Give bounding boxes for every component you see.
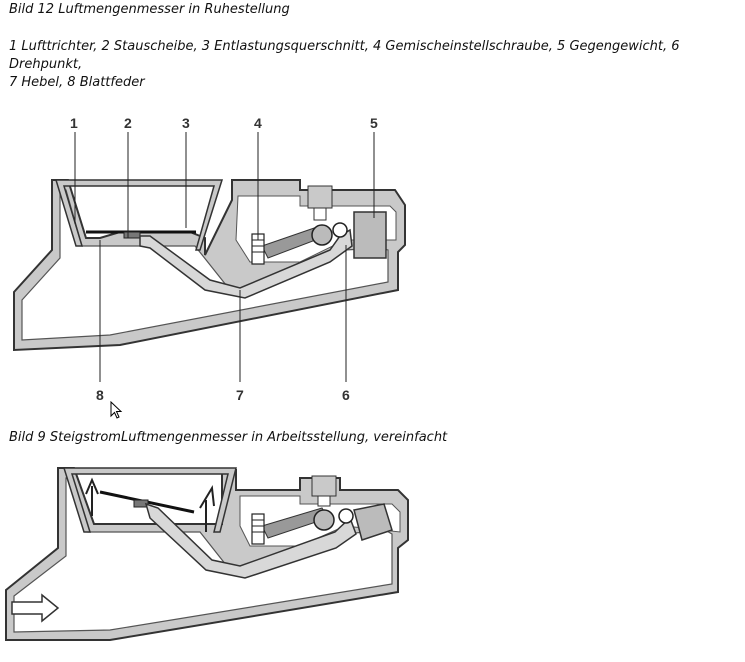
mixture-screw-2 bbox=[251, 513, 265, 545]
pivot-point-2 bbox=[313, 509, 335, 531]
callout-2: 2 bbox=[124, 115, 132, 131]
air-funnel-2 bbox=[62, 467, 237, 533]
pivot-center-2 bbox=[338, 508, 354, 524]
counterweight-2 bbox=[353, 503, 393, 541]
callout-3: 3 bbox=[182, 115, 190, 131]
leader-lines bbox=[74, 132, 375, 382]
inlet-arrow-icon bbox=[11, 593, 60, 623]
top-nozzle-tip-2 bbox=[317, 495, 331, 507]
baffle-hub-2 bbox=[133, 499, 149, 508]
flow-arrow-left-icon bbox=[85, 477, 99, 516]
callout-7: 7 bbox=[236, 387, 244, 403]
mouse-pointer-icon bbox=[110, 401, 123, 419]
figure-12-diagram: 1 2 3 4 5 6 7 8 bbox=[13, 115, 406, 403]
figure-12-legend-line-2: Drehpunkt, bbox=[9, 57, 83, 72]
pivot-point bbox=[311, 224, 333, 246]
air-funnel bbox=[54, 179, 224, 251]
top-nozzle-tip bbox=[313, 207, 327, 221]
flow-arrow-right-icon bbox=[199, 484, 215, 532]
figure-12-title: Bild 12 Luftmengenmesser in Ruhestellung bbox=[9, 2, 290, 17]
callout-4: 4 bbox=[254, 115, 262, 131]
pivot-center bbox=[332, 222, 348, 238]
lever-arm-2 bbox=[144, 502, 357, 579]
callout-8: 8 bbox=[96, 387, 104, 403]
callout-6: 6 bbox=[342, 387, 350, 403]
figure-12-legend-line-1: 1 Lufttrichter, 2 Stauscheibe, 3 Entlast… bbox=[9, 39, 680, 54]
figure-9-title: Bild 9 SteigstromLuftmengenmesser in Arb… bbox=[9, 430, 448, 445]
lever-arm bbox=[139, 228, 353, 299]
callout-5: 5 bbox=[370, 115, 378, 131]
baffle-hub bbox=[123, 231, 141, 239]
top-nozzle-2 bbox=[311, 475, 337, 497]
counterweight bbox=[353, 211, 387, 259]
figure-12-legend-line-3: 7 Hebel, 8 Blattfeder bbox=[9, 75, 145, 90]
callout-1: 1 bbox=[70, 115, 78, 131]
